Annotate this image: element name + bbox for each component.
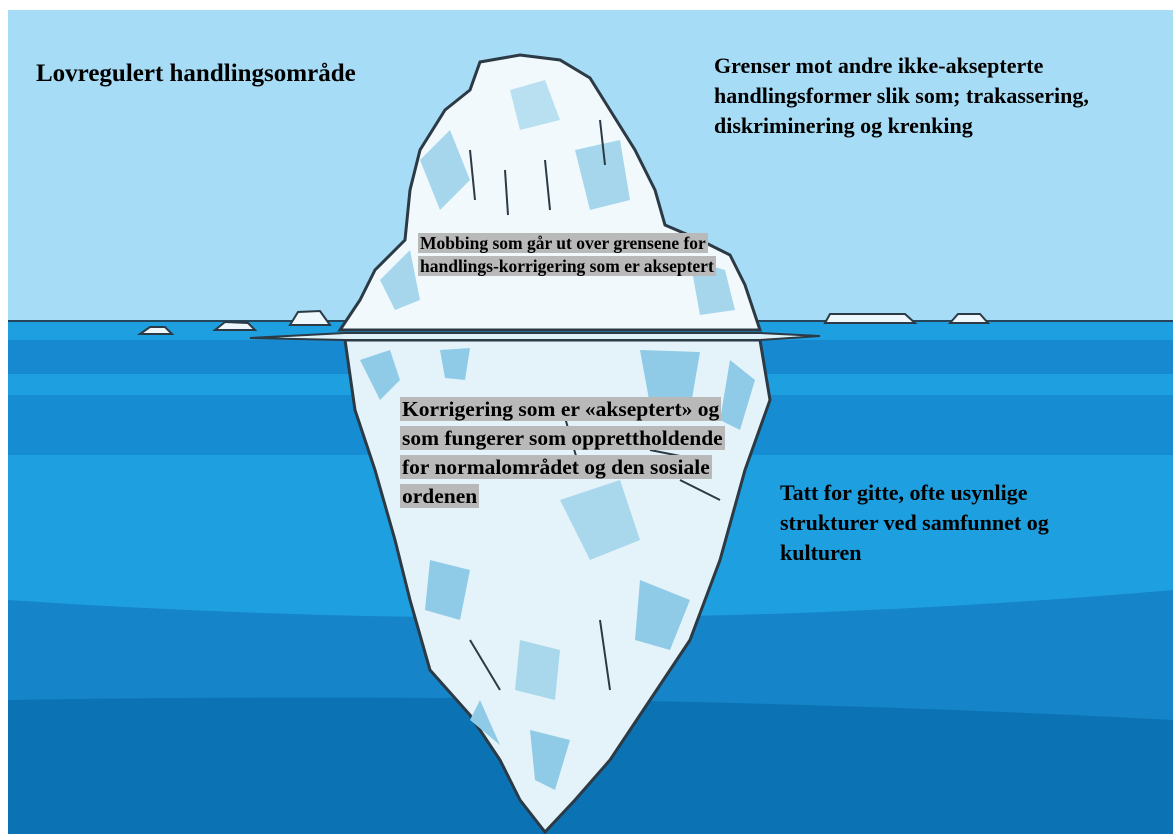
ice-facet [560, 480, 640, 560]
ice-facet [575, 140, 630, 210]
ice-facet [530, 730, 570, 790]
floating-ice [212, 320, 258, 331]
ice-cracks [469, 399, 721, 691]
ice-facet [510, 80, 560, 130]
ice-facet [440, 348, 470, 380]
text-tip-highlight: Mobbing som går ut over grensene for han… [418, 233, 716, 276]
ice-facet [420, 130, 470, 210]
floating-ice [823, 313, 918, 324]
ice-facet [720, 360, 755, 430]
ice-facet [380, 250, 420, 310]
text-submerged-highlight: Korrigering som er «akseptert» og som fu… [400, 397, 725, 508]
floating-ice [136, 326, 175, 335]
ice-facet [515, 640, 560, 700]
ice-facet [635, 580, 690, 650]
ice-facet [360, 350, 400, 400]
ice-facet [640, 350, 700, 410]
ice-drips [469, 119, 606, 216]
ice-facet [425, 560, 470, 620]
text-invisible-structures: Tatt for gitte, ofte usynlige strukturer… [780, 480, 1049, 565]
title-lovregulert: Lovregulert handlingsområde [36, 60, 356, 87]
text-tip-bullying: Mobbing som går ut over grensene for han… [418, 232, 718, 278]
text-submerged-correction: Korrigering som er «akseptert» og som fu… [400, 395, 730, 511]
floating-ice [288, 309, 332, 326]
floating-ice [947, 313, 991, 324]
text-boundaries: Grenser mot andre ikke-aksepterte handli… [714, 53, 1089, 138]
ice-facet [470, 700, 500, 745]
ice-ledge [249, 332, 821, 341]
